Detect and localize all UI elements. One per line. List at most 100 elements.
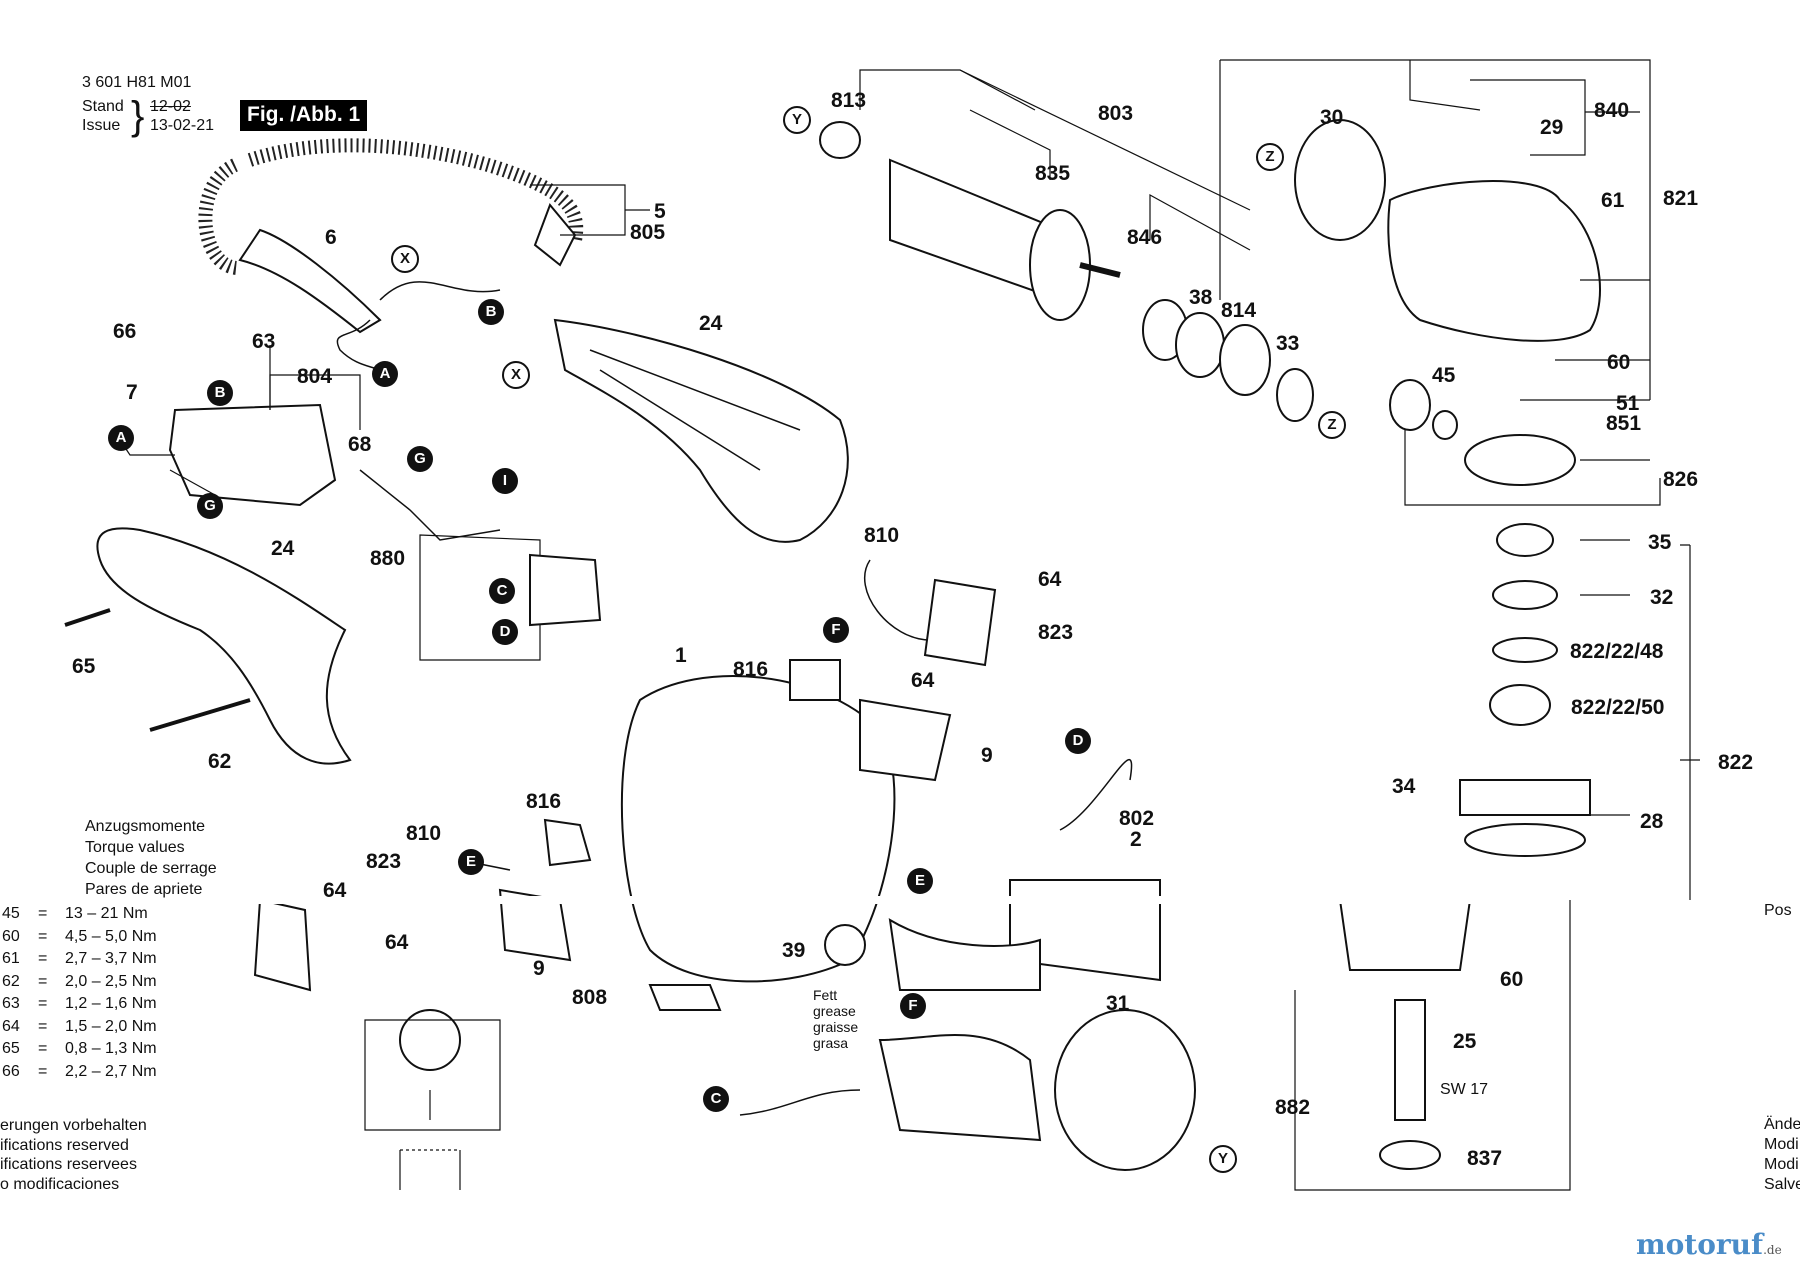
part-number-821: 821: [1663, 187, 1699, 210]
issue-value: 13-02-21: [150, 117, 215, 134]
part-number-31: 31: [1106, 992, 1130, 1015]
part-number-68: 68: [348, 433, 372, 456]
connector-badge-d: D: [492, 619, 518, 645]
disclaimer-line: o modificaciones: [0, 1175, 120, 1193]
connector-badge-b: B: [478, 299, 504, 325]
part-number-35: 35: [1648, 531, 1672, 554]
connector-badge-c: C: [489, 578, 515, 604]
part-number-65: 65: [72, 655, 96, 678]
part-number-24b: 24: [271, 537, 295, 560]
part-number-66: 66: [113, 320, 137, 343]
logo-tld: .de: [1763, 1243, 1782, 1257]
reference-badge-y: Y: [783, 106, 811, 134]
part-number-805: 805: [630, 221, 666, 244]
field-coil: [1009, 879, 1161, 982]
grease-line: graisse: [813, 1019, 859, 1035]
connector-badge-g: G: [197, 493, 223, 519]
part-number-28: 28: [1640, 810, 1664, 833]
brush-holder-816: [789, 659, 841, 701]
part-number-826: 826: [1663, 468, 1699, 491]
reference-badge-x: X: [391, 245, 419, 273]
gear-housing: [1387, 180, 1601, 342]
brush-holder-816b: [543, 818, 592, 867]
part-number-38: 38: [1189, 286, 1213, 309]
right-note-line: Modi: [1764, 1136, 1799, 1153]
reference-badge-z: Z: [1318, 411, 1346, 439]
handle-upper: [553, 318, 849, 543]
torque-val: 2,2 – 2,7 Nm: [65, 1062, 157, 1080]
connector-badge-e: E: [458, 849, 484, 875]
part-number-39: 39: [782, 939, 806, 962]
disclaimer-line: ifications reservees: [0, 1156, 137, 1173]
bearing-50: [1489, 684, 1551, 726]
torque-pos: 64: [2, 1017, 20, 1035]
part-number-814: 814: [1221, 299, 1257, 322]
reference-badge-x: X: [502, 361, 530, 389]
part-number-816a: 816: [733, 658, 769, 681]
part-32: [1492, 580, 1558, 610]
part-number-9b: 9: [533, 957, 545, 980]
part-number-822_50: 822/22/50: [1571, 696, 1665, 719]
right-note-line: Salve: [1764, 1176, 1800, 1193]
part-number-5: 5: [654, 200, 666, 223]
part-number-62: 62: [208, 750, 232, 773]
stand-value: 12-02: [150, 98, 191, 115]
seal-28: [1464, 823, 1586, 857]
part-number-64a: 64: [1038, 568, 1062, 591]
torque-pos: 60: [2, 927, 20, 945]
part-number-823a: 823: [1038, 621, 1074, 644]
torque-pos: 65: [2, 1040, 20, 1057]
wire-b: [379, 281, 501, 301]
connector-badge-f: F: [823, 617, 849, 643]
connector-badge-i: I: [492, 468, 518, 494]
part-number-810b: 810: [406, 822, 442, 845]
grease-line: grasa: [813, 1035, 849, 1051]
nut-45: [1432, 410, 1458, 440]
part-number-837: 837: [1467, 1147, 1503, 1170]
flange-nut-837: [1379, 1140, 1441, 1170]
disclaimer-line: ifications reserved: [0, 1136, 129, 1154]
ring-33: [1276, 368, 1314, 422]
part-number-45: 45: [1432, 364, 1456, 387]
doc-number: 3 601 H81 M01: [82, 74, 192, 91]
part-number-7: 7: [126, 381, 138, 404]
cover-823b: [253, 898, 312, 992]
cover-823: [923, 578, 997, 667]
torque-pos: 61: [2, 950, 20, 967]
torque-title-line: Anzugsmomente: [85, 818, 206, 835]
reference-badge-y: Y: [1209, 1145, 1237, 1173]
power-cable-upper: [247, 138, 584, 242]
flange: [1338, 899, 1472, 971]
field-coil-lower: [878, 1034, 1042, 1142]
disclaimer-line: erungen vorbehalten: [0, 1117, 147, 1134]
part-number-840: 840: [1594, 99, 1630, 122]
cover-9: [859, 698, 952, 782]
part-number-810a: 810: [864, 524, 900, 547]
torque-eq: =: [38, 1040, 48, 1057]
plug-body: [533, 203, 577, 267]
part-number-6: 6: [325, 226, 337, 249]
reference-badge-z: Z: [1256, 143, 1284, 171]
part-number-60b: 60: [1500, 968, 1524, 991]
field-coil-front: [888, 918, 1041, 991]
connector-badge-c: C: [703, 1086, 729, 1112]
bearing-813: [819, 121, 861, 159]
bushing-39: [824, 924, 866, 966]
torque-title-line: Couple de serrage: [85, 860, 217, 877]
part-number-32: 32: [1650, 586, 1674, 609]
part-number-64d: 64: [385, 931, 409, 954]
part-number-24a: 24: [699, 312, 723, 335]
torque-pos: 66: [2, 1062, 20, 1080]
part-number-823b: 823: [366, 850, 402, 873]
part-number-60a: 60: [1607, 351, 1631, 374]
part-35: [1496, 523, 1554, 557]
part-number-2: 2: [1130, 828, 1142, 851]
torque-eq: =: [38, 1017, 48, 1035]
connector-badge-d: D: [1065, 728, 1091, 754]
pos-label: Pos: [1764, 902, 1792, 919]
cable-sleeve-6: [238, 228, 382, 334]
switch-880: [529, 553, 602, 627]
right-note-line: Ände: [1764, 1116, 1800, 1133]
power-cable: [198, 158, 241, 275]
